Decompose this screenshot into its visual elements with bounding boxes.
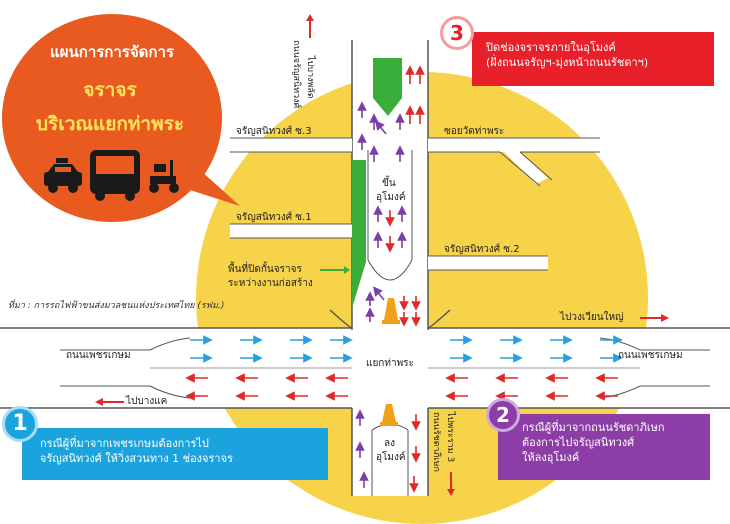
note-2-line2: ต้องการไปจรัญสนิทวงศ์ [522,436,635,449]
label-charan-soi2: จรัญสนิทวงศ์ ซ.2 [444,244,520,255]
bus-icon [90,150,140,201]
label-to-rama3: ไปพระราม 3 [445,412,455,463]
arrow-purple [375,120,387,135]
label-tha-phra-junction: แยกท่าพระ [366,358,414,369]
traffic-cone-icon [382,298,400,324]
note-2-text: กรณีผู้ที่มาจากถนนรัชดาภิเษก ต้องการไปจร… [522,420,708,465]
note-2-line1: กรณีผู้ที่มาจากถนนรัชดาภิเษก [522,421,665,434]
label-to-wongwian-yai: ไปวงเวียนใหญ่ [560,312,624,323]
label-down-tunnel-1: ลง [384,438,396,449]
note-1-text: กรณีผู้ที่มาจากเพชรเกษมต้องการไป จรัญสนิ… [40,436,326,466]
label-charan-road: ถนนจรัญสนิทวงศ์ [291,40,301,109]
taxi-icon [44,158,82,193]
note-box-1 [22,428,328,480]
left-arrow-icon [95,398,124,406]
label-wat-tha-phra: ซอยวัดท่าพระ [444,126,505,137]
scooter-icon [149,160,179,193]
label-phetkasem-right: ถนนเพชรเกษม [618,350,683,361]
note-3-line2: (ฝั่งถนนจรัญฯ-มุ่งหน้าถนนรัชดาฯ) [486,56,649,69]
bubble-title-line3: บริเวณแยกท่าพระ [35,113,185,135]
label-to-bang-khae: ไปบางแค [126,396,168,407]
down-arrow-icon [447,472,455,496]
label-up-tunnel-2: อุโมงค์ [376,192,406,203]
label-charan-soi3: จรัญสนิทวงศ์ ซ.3 [236,126,312,137]
note-box-2 [498,414,710,480]
up-arrow-icon [306,14,314,38]
bubble-title-line2: จราจร [83,79,137,101]
note-number-1: 1 [2,406,38,442]
arrow-purple [373,286,385,301]
label-charan-soi1: จรัญสนิทวงศ์ ซ.1 [236,212,312,223]
bubble-title-line1: แผนการการจัดการ [50,43,174,61]
label-to-bang-phlat: ไปบางพลัด [305,56,315,99]
label-ratchada-road: ถนนรัชดาภิเษก [431,412,441,472]
right-arrow-icon [640,314,669,322]
traffic-arrows [185,65,623,493]
label-closed-area-2: ระหว่างงานก่อสร้าง [228,278,313,289]
vehicle-icons [44,150,179,201]
note-3-text: ปิดช่องจราจรภายในอุโมงค์ (ฝั่งถนนจรัญฯ-ม… [486,40,710,70]
road-map [0,40,730,496]
traffic-plan-diagram: แผนการการจัดการ จราจร บริเวณแยกท่าพระ ถน… [0,14,730,524]
note-1-line2: จรัญสนิทวงศ์ ให้วิ่งสวนทาง 1 ช่องจราจร [40,452,233,465]
note-number-2: 2 [486,398,520,432]
note-2-line3: ให้ลงอุโมงค์ [522,451,580,464]
label-down-tunnel-2: อุโมงค์ [376,452,406,463]
note-3-line1: ปิดช่องจราจรภายในอุโมงค์ [486,41,616,54]
note-box-3 [472,32,714,86]
label-closed-area-1: พื้นที่ปิดกั้นจราจร [228,264,302,275]
note-1-line1: กรณีผู้ที่มาจากเพชรเกษมต้องการไป [40,437,209,450]
closed-zone-west [352,160,366,308]
traffic-cone-icon [380,404,398,426]
label-phetkasem-left: ถนนเพชรเกษม [66,350,131,361]
source-note: ที่มา : การรถไฟฟ้าขนส่งมวลชนแห่งประเทศไท… [8,301,225,311]
closed-zone-north [373,58,402,116]
note-number-3: 3 [440,16,474,50]
label-up-tunnel-1: ขึ้น [382,178,396,189]
